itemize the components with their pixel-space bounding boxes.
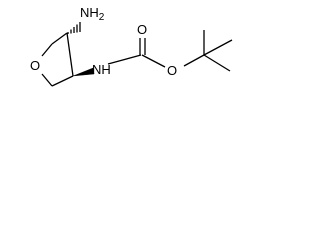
- bond-tbu-methyl-down: [203, 54, 231, 72]
- amine-label: NH2: [80, 5, 105, 23]
- ring-oxygen-label: O: [30, 58, 40, 73]
- carbamate-nh-label: NH: [92, 62, 111, 77]
- ring-bond-c5-o: [41, 73, 53, 87]
- bond-ester-oxygen-quaternary-carbon: [183, 54, 205, 67]
- ring-bond-c4-c5: [51, 75, 74, 87]
- bond-carbonyl-ester-oxygen: [141, 54, 166, 68]
- bond-tbu-methyl-right: [203, 39, 233, 56]
- hashed-stereo-bond-amine: [67, 22, 81, 34]
- ester-oxygen-label: O: [167, 63, 177, 78]
- carbonyl-oxygen-label: O: [137, 22, 147, 37]
- ring-bond-c2-c3: [51, 32, 68, 45]
- chemical-structure-diagram: NH2 O NH O O: [30, 5, 233, 87]
- wedged-stereo-bond-carbamate: [72, 67, 95, 77]
- ring-bond-c3-c4: [66, 32, 74, 77]
- bond-nh-carbonyl-carbon: [107, 54, 142, 65]
- ring-bond-o-c2: [41, 43, 53, 57]
